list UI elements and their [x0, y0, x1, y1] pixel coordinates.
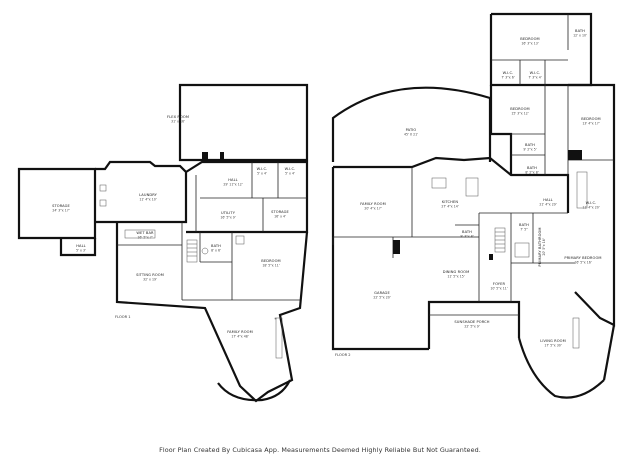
floor-1-label: FLOOR 1 [115, 315, 131, 319]
room-dims: 16' 3"x 13' [521, 42, 538, 46]
room-dims: 11' 4"x 10' [139, 198, 156, 202]
room-name: BATH [519, 223, 529, 227]
floor-1-plan [17, 83, 309, 403]
room-name: PATIO [406, 128, 417, 132]
room-dims: 5' x 4' [285, 172, 295, 176]
room-dims: 9' 2"x 5' [523, 148, 536, 152]
room-dims: 12' x 10' [573, 34, 587, 38]
room-dims: 8' x 6' [211, 249, 221, 253]
room-name: BATH [525, 143, 535, 147]
room-name: WET BAR [136, 231, 154, 235]
floor-2-main-wall [333, 156, 570, 213]
room-dims: 22' 5"x 9' [464, 325, 479, 329]
floor-2-stairs [494, 227, 506, 253]
room-dims: 21' 4"x 29' [539, 203, 556, 207]
room-dims: 7' 5" [520, 228, 528, 232]
room-dims: 8' 2"x 8' [525, 171, 538, 175]
room-name: UTILITY [221, 211, 236, 215]
floor-2-porch-wall [427, 300, 521, 349]
room-dims: 11' 5"x 15' [447, 275, 464, 279]
room-name: BATH [527, 166, 537, 170]
room-name: HALL [228, 178, 238, 182]
floor-2-east-wall [574, 213, 616, 327]
floor-1-flex-room-wall [178, 83, 309, 162]
room-name: W.I.C. [257, 167, 268, 171]
room-dims: 10' 5"x 11' [490, 287, 507, 291]
disclaimer-text: Floor Plan Created By Cubicasa App. Meas… [159, 446, 481, 454]
room-dims: 13' 4"x 17' [582, 122, 599, 126]
floor-2-living-room-curve [517, 337, 605, 399]
room-name: BEDROOM [581, 117, 600, 121]
room-dims: 18' 5"x 11' [262, 264, 279, 268]
room-name: LIVING ROOM [540, 339, 566, 343]
room-name: PRIMARY BATHROOM [538, 227, 542, 266]
room-dims: 29' 11"x 12' [223, 183, 242, 187]
floor-2-west-wall [331, 167, 429, 351]
room-dims: 17' 4"x 48' [231, 335, 248, 339]
room-name: PRIMARY BEDROOM [564, 256, 601, 260]
room-dims: 7' 3"x 4' [528, 76, 541, 80]
room-dims: 15' 3"x 12' [511, 112, 528, 116]
room-dims: 7' 3"x 6' [501, 76, 514, 80]
floor-1-family-room-curve [217, 379, 291, 402]
room-name: STORAGE [271, 210, 289, 214]
floor-1-stairs [186, 239, 198, 263]
room-dims: 5' x 4' [257, 172, 267, 176]
room-name: GARAGE [374, 291, 390, 295]
room-dims: 22' 5"x 20' [373, 296, 390, 300]
room-name: FOYER [493, 282, 506, 286]
room-name: FAMILY ROOM [227, 330, 253, 334]
room-name: W.I.C. [285, 167, 296, 171]
floor-2-plan [274, 12, 616, 399]
room-name: HALL [543, 198, 553, 202]
room-dims: 16' 5"x 16' [574, 261, 591, 265]
room-dims: 32' x 19' [143, 278, 157, 282]
room-name: BATH [462, 230, 472, 234]
room-dims: 9' 3"x 8' [460, 235, 473, 239]
room-dims: 16' x 4' [274, 215, 286, 219]
room-name: STORAGE [52, 204, 70, 208]
room-dims: 27' 4"x 14' [441, 205, 458, 209]
floor-1-lower-wall [115, 222, 309, 403]
room-dims: 5' x 3' [76, 249, 86, 253]
room-name: BEDROOM [520, 37, 539, 41]
floor-2-label: FLOOR 2 [335, 353, 351, 357]
room-dims: 31' x 16' [171, 120, 185, 124]
room-name: FLEX ROOM [167, 115, 189, 119]
room-name: HALL [76, 244, 86, 248]
room-name: BEDROOM [510, 107, 529, 111]
floor-1-laundry-wall [95, 160, 188, 224]
floor-1-hall-stub-wall [59, 238, 97, 257]
room-name: BATH [211, 244, 221, 248]
floor-2-patio-outline [331, 86, 492, 162]
room-name: BATH [575, 29, 585, 33]
room-dims: 24' 3"x 17' [52, 209, 69, 213]
room-dims: 16' 5"x 7' [137, 236, 152, 240]
room-dims: 11' 4"x 20' [582, 206, 599, 210]
room-dims: 20' 4"x 17' [364, 207, 381, 211]
room-name: DINING ROOM [443, 270, 470, 274]
room-name: SITTING ROOM [136, 273, 164, 277]
floor-2-bedroom-right-wall [568, 83, 616, 213]
room-name: W.I.C. [503, 71, 514, 75]
room-name: W.I.C. [530, 71, 541, 75]
floor-1-hall-wall [185, 160, 309, 234]
room-name: W.I.C. [586, 201, 597, 205]
room-name: BEDROOM [261, 259, 280, 263]
room-name: LAUNDRY [139, 193, 157, 197]
room-dims: 17' 5"x 30' [544, 344, 561, 348]
room-name: SUNSHADE PORCH [454, 320, 489, 324]
room-dims: 16' 5"x 9' [220, 216, 235, 220]
floor-2-bedroom-mid-wall [489, 85, 513, 175]
room-dims: 45' X 21' [404, 133, 418, 137]
floor-2-living-room-wall [602, 324, 616, 381]
room-name: FAMILY ROOM [360, 202, 386, 206]
room-dims: 20' 5"x 16' [542, 238, 546, 255]
room-name: KITCHEN [442, 200, 458, 204]
